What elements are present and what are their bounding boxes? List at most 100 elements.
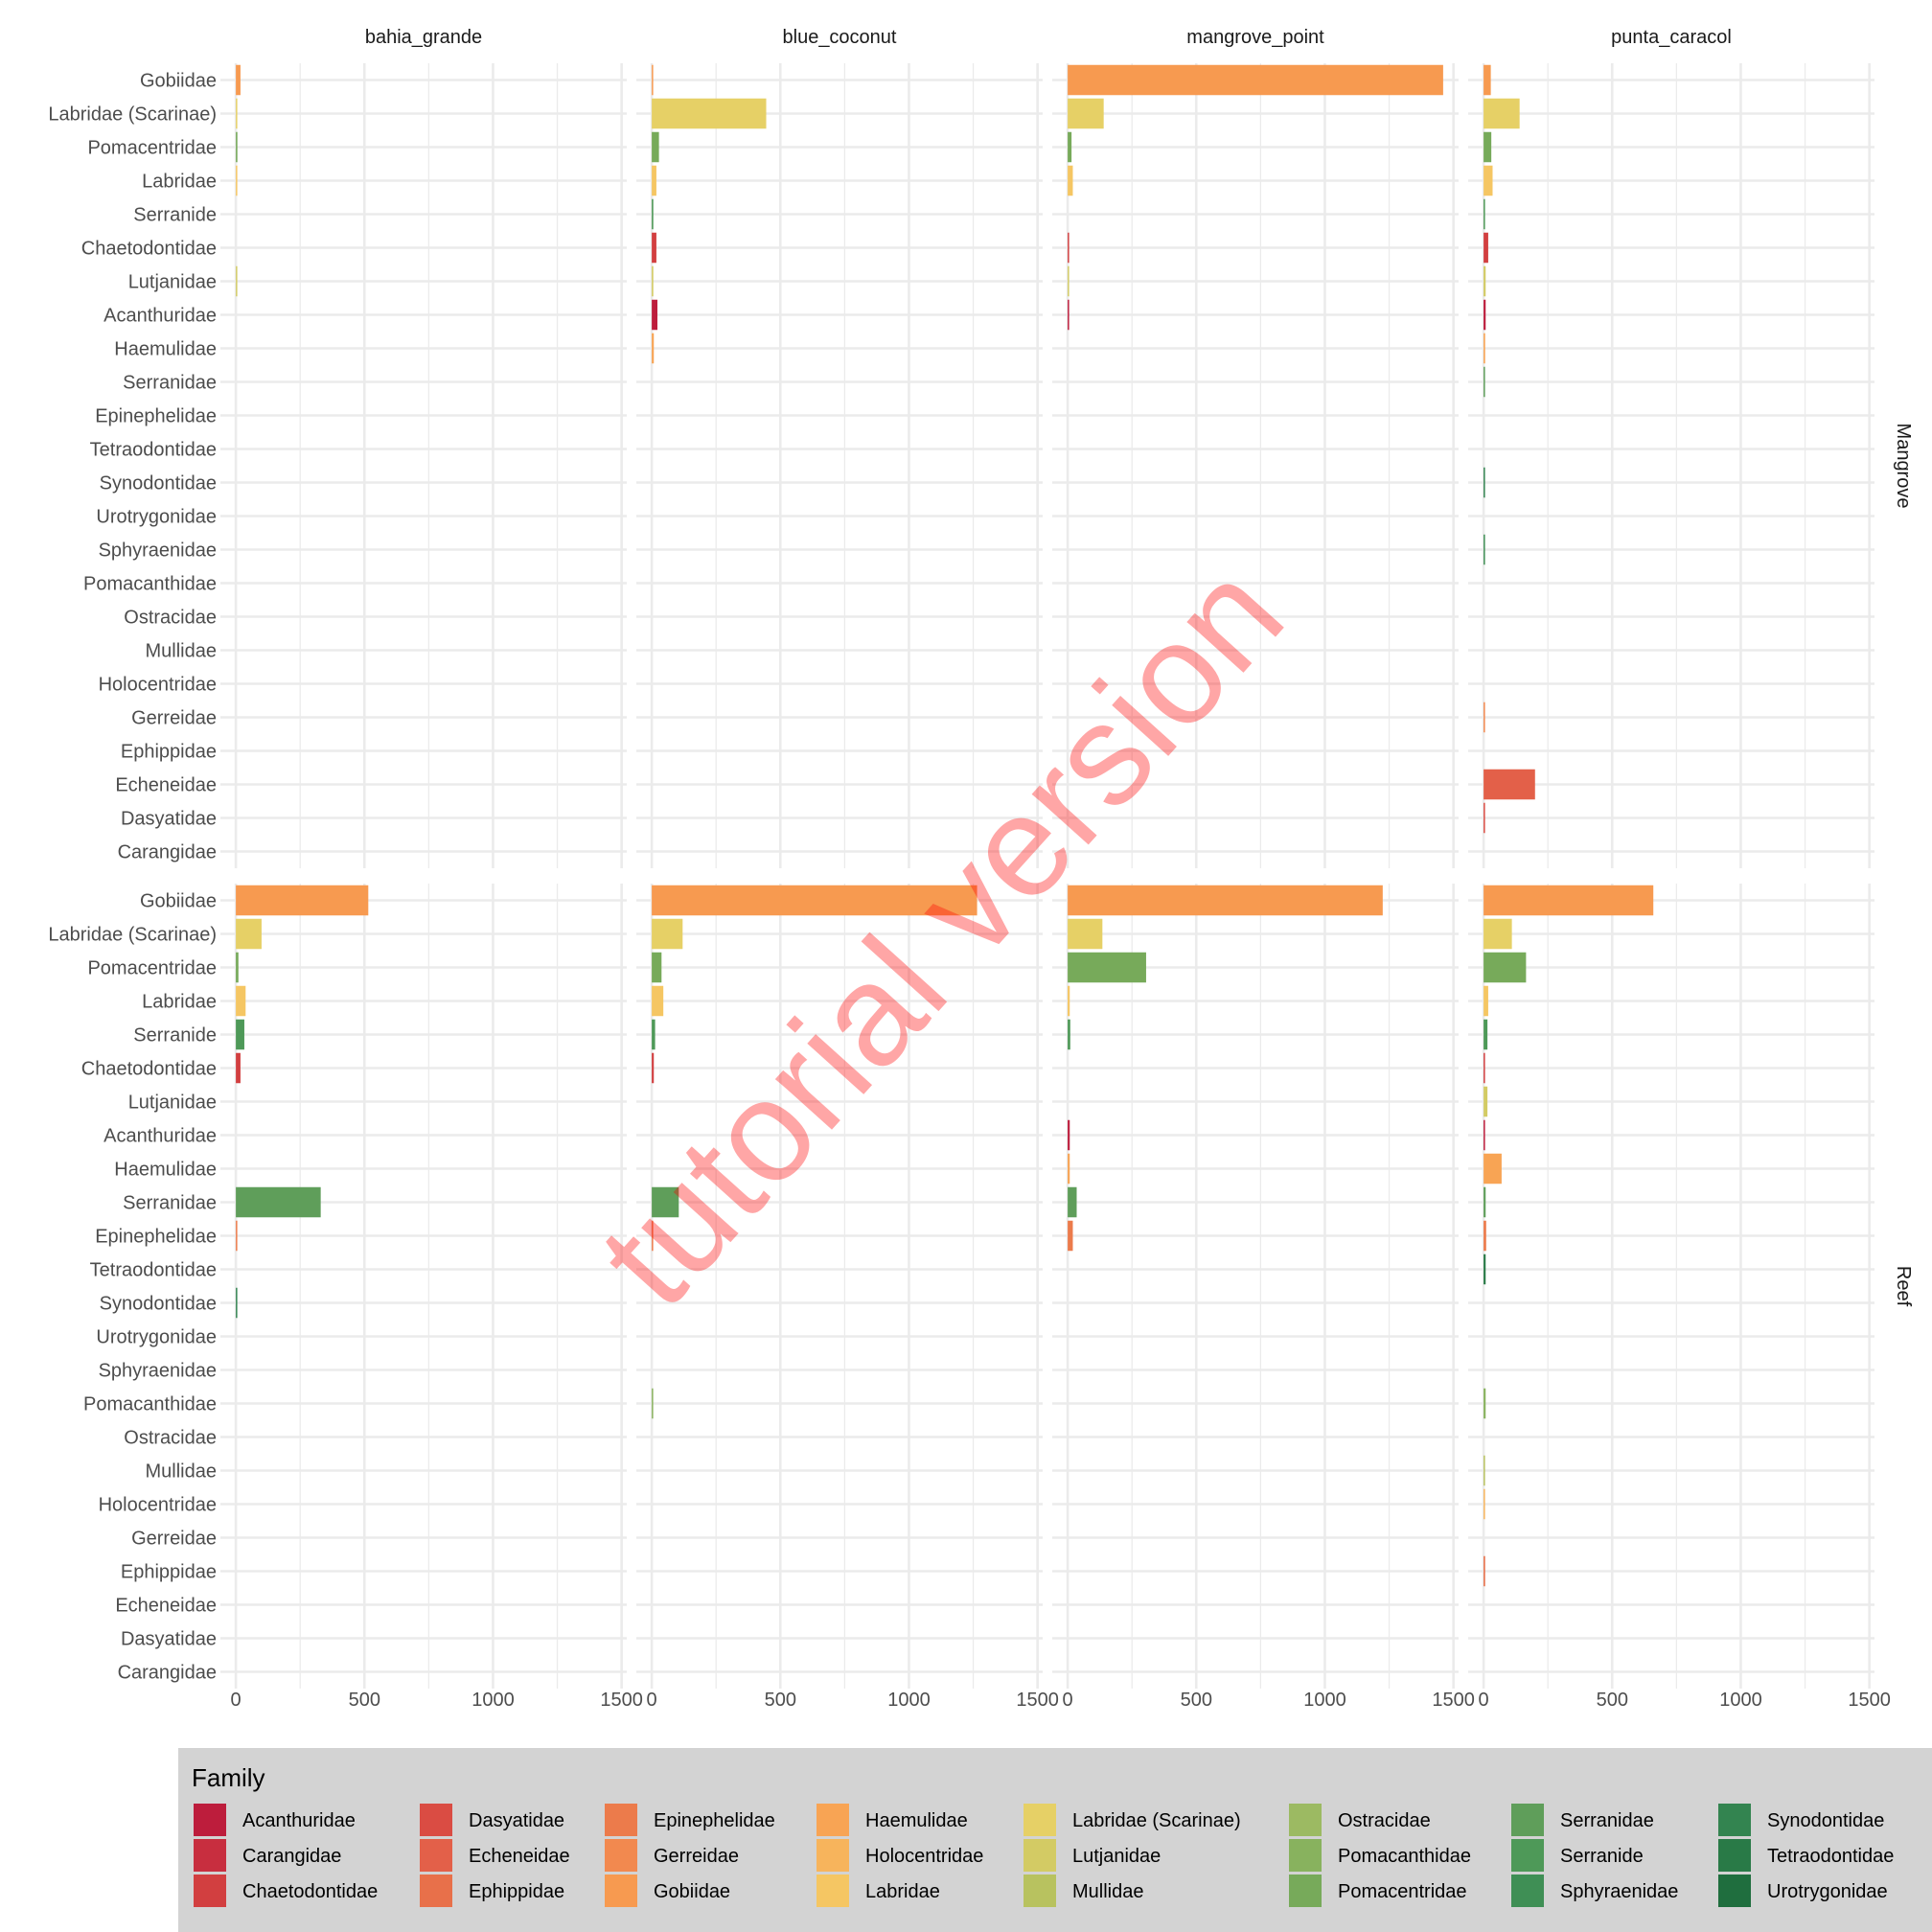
x-tick-label: 1500 [1848, 1690, 1891, 1711]
bar [236, 1019, 244, 1050]
bar [652, 1186, 679, 1218]
bar [1484, 98, 1520, 129]
grid-layer [220, 63, 1874, 1689]
bar [652, 198, 654, 230]
bar [652, 299, 658, 331]
legend-key [1511, 1874, 1544, 1907]
bar [652, 98, 767, 129]
bar [1484, 165, 1493, 196]
y-tick-label: Ostracidae [124, 1428, 217, 1449]
y-tick-label: Lutjanidae [128, 272, 217, 293]
facet-strip-punta_caracol: punta_caracol [1611, 27, 1732, 48]
bar [236, 1186, 321, 1218]
x-tick-label: 500 [349, 1690, 380, 1711]
bar [1068, 265, 1070, 297]
bar [652, 1052, 655, 1084]
bar [1484, 1119, 1485, 1151]
y-tick-label: Epinephelidae [95, 406, 217, 427]
x-tick-label: 500 [765, 1690, 796, 1711]
bar [1484, 885, 1654, 916]
y-tick-label: Pomacanthidae [83, 1394, 217, 1415]
bar [1484, 1052, 1485, 1084]
y-tick-label: Pomacentridae [87, 958, 217, 979]
x-tick-label: 1500 [1016, 1690, 1059, 1711]
bar [1068, 1186, 1077, 1218]
y-tick-label: Ephippidae [121, 742, 217, 763]
y-tick-label: Haemulidae [114, 339, 217, 360]
facet-strip-mangrove_point: mangrove_point [1186, 27, 1324, 48]
x-tick-label: 0 [1063, 1690, 1073, 1711]
y-tick-label: Carangidae [118, 842, 217, 863]
legend-label: Tetraodontidae [1767, 1846, 1894, 1867]
y-tick-label: Haemulidae [114, 1160, 217, 1181]
legend-label: Labridae (Scarinae) [1072, 1810, 1241, 1831]
bar [1484, 985, 1488, 1017]
legend-title: Family [192, 1763, 265, 1792]
bar [236, 165, 238, 196]
facet-strip-blue_coconut: blue_coconut [783, 27, 897, 48]
bar-layer [236, 64, 1654, 1587]
bar [1484, 1388, 1486, 1419]
y-tick-label: Holocentridae [99, 1495, 217, 1516]
legend-key [605, 1804, 637, 1836]
bar [1068, 885, 1383, 916]
y-tick-label: Ostracidae [124, 608, 217, 629]
bar [1484, 1254, 1486, 1285]
y-tick-label: Tetraodontidae [90, 1260, 217, 1281]
y-tick-label: Sphyraenidae [99, 540, 217, 562]
x-tick-label: 0 [647, 1690, 657, 1711]
y-tick-label: Tetraodontidae [90, 440, 217, 461]
legend-label: Serranide [1560, 1846, 1644, 1867]
y-tick-label: Echeneidae [115, 775, 217, 796]
bar [1484, 1555, 1485, 1587]
bar [1484, 802, 1485, 834]
legend-key [1511, 1804, 1544, 1836]
bar [652, 952, 662, 983]
legend-label: Echeneidae [469, 1846, 570, 1867]
bar [1484, 467, 1485, 498]
bar [1484, 952, 1527, 983]
legend-label: Acanthuridae [242, 1810, 356, 1831]
legend-key [605, 1874, 637, 1907]
y-tick-label: Labridae [142, 172, 217, 193]
x-tick-label: 1000 [472, 1690, 515, 1711]
legend-label: Serranidae [1560, 1810, 1654, 1831]
bar [1484, 1488, 1485, 1520]
legend-key [420, 1839, 452, 1872]
bar [1068, 1153, 1070, 1184]
bar [1484, 64, 1491, 96]
bar [1068, 64, 1443, 96]
bar [1484, 198, 1485, 230]
facet-strip-reef: Reef [1893, 1266, 1914, 1307]
y-tick-label: Dasyatidae [121, 809, 217, 830]
bar [236, 131, 238, 163]
bar [1484, 769, 1535, 800]
bar [1484, 232, 1488, 264]
legend-label: Pomacanthidae [1338, 1846, 1471, 1867]
bar [652, 165, 656, 196]
y-tick-label: Acanthuridae [104, 306, 217, 327]
x-tick-label: 500 [1597, 1690, 1628, 1711]
facet-strip-bahia_grande: bahia_grande [365, 27, 482, 48]
legend: FamilyAcanthuridaeCarangidaeChaetodontid… [178, 1748, 1932, 1932]
y-tick-label: Pomacanthidae [83, 574, 217, 595]
y-tick-label: Epinephelidae [95, 1227, 217, 1248]
legend-label: Gobiidae [654, 1881, 730, 1902]
bar [1484, 333, 1485, 364]
y-tick-label: Gobiidae [140, 891, 217, 912]
bar [236, 918, 262, 950]
legend-key [1718, 1874, 1751, 1907]
x-tick-label: 1500 [600, 1690, 643, 1711]
bar [652, 1388, 654, 1419]
bar [236, 64, 241, 96]
bar [652, 1220, 654, 1252]
legend-key [1289, 1804, 1322, 1836]
y-tick-label: Urotrygonidae [96, 507, 217, 528]
legend-key [1289, 1839, 1322, 1872]
bar [1484, 1086, 1488, 1117]
bar [236, 1220, 238, 1252]
bar [1068, 165, 1073, 196]
x-tick-label: 0 [231, 1690, 242, 1711]
bar [1068, 1220, 1073, 1252]
